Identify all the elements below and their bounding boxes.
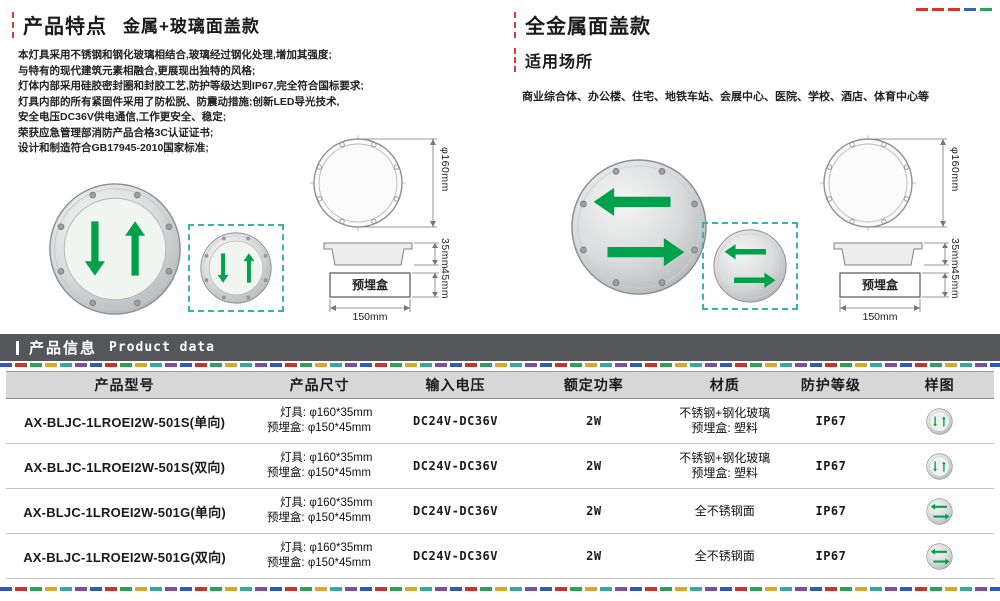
metal-light-small-frame xyxy=(702,222,798,310)
feature-item: 灯体内部采用硅胶密封圈和封胶工艺,防护等级达到IP67,完全符合国标要求; xyxy=(18,80,364,92)
multicolor-divider xyxy=(0,363,1000,367)
col-voltage: 输入电压 xyxy=(425,377,486,393)
col-material: 材质 xyxy=(709,377,740,393)
glass-light-small-image xyxy=(200,232,272,304)
voltage-cell: DC24V-DC36V xyxy=(413,504,498,518)
left-subtitle: 金属+玻璃面盖款 xyxy=(123,17,260,36)
sample-cell xyxy=(885,452,994,480)
rating-cell: IP67 xyxy=(815,549,847,563)
feature-list: 本灯具采用不锈钢和钢化玻璃相结合,玻璃经过钢化处理,增加其强度; 与特有的现代建… xyxy=(18,48,364,157)
sample-glass-updown-icon xyxy=(926,407,953,435)
product-info-bar: 产品信息 Product data xyxy=(0,334,1000,361)
rating-cell: IP67 xyxy=(815,459,847,473)
info-title-cn: 产品信息 xyxy=(29,340,98,357)
sample-cell xyxy=(885,407,994,435)
rating-cell: IP67 xyxy=(815,414,847,428)
material-cell: 全不锈钢面 xyxy=(694,503,755,518)
box-width-label: 150mm xyxy=(862,311,898,323)
model-cell: AX-BLJC-1LROEI2W-501S(单向) xyxy=(23,414,226,430)
sample-cell xyxy=(885,542,994,570)
product-table: 产品型号 产品尺寸 输入电压 额定功率 材质 防护等级 样图 AX-BLJC-1… xyxy=(6,371,994,579)
left-title: 产品特点 xyxy=(23,16,107,38)
power-cell: 2W xyxy=(586,414,602,428)
voltage-cell: DC24V-DC36V xyxy=(413,459,498,473)
model-cell: AX-BLJC-1LROEI2W-501S(双向) xyxy=(23,459,226,475)
applicable-places-heading: 适用场所 xyxy=(514,48,593,72)
corner-decoration xyxy=(916,8,992,11)
right-title-row: 全金属面盖款 xyxy=(514,10,651,39)
box-height-label: 45mm xyxy=(949,268,961,300)
feature-item: 本灯具采用不锈钢和钢化玻璃相结合,玻璃经过钢化处理,增加其强度; xyxy=(18,49,332,61)
info-title-en: Product data xyxy=(109,340,215,355)
box-width-label: 150mm xyxy=(352,311,388,323)
col-model: 产品型号 xyxy=(94,377,155,393)
material-cell: 不锈钢+钢化玻璃预埋盒: 塑料 xyxy=(679,451,771,480)
voltage-cell: DC24V-DC36V xyxy=(413,414,498,428)
white-tick xyxy=(16,340,19,355)
red-dash-divider xyxy=(514,11,516,38)
embedded-box-label: 预埋盒 xyxy=(861,278,898,292)
box-height-label: 45mm xyxy=(439,268,451,300)
col-rating: 防护等级 xyxy=(800,377,861,393)
material-cell: 全不锈钢面 xyxy=(694,548,755,563)
right-title: 全金属面盖款 xyxy=(525,16,651,38)
dimension-diagram-metal: φ160mm 35mm 45mm 预埋盒 150mm xyxy=(816,135,981,330)
feature-item: 荣获应急管理部消防产品合格3C认证证书; xyxy=(18,126,214,139)
col-power: 额定功率 xyxy=(563,377,624,393)
applicable-places-title: 适用场所 xyxy=(525,54,594,71)
feature-item: 与特有的现代建筑元素相融合,更展现出独特的风格; xyxy=(18,64,256,77)
feature-item: 安全电压DC36V供电通信,工作更安全、稳定; xyxy=(18,111,227,123)
top-section: 产品特点 金属+玻璃面盖款 本灯具采用不锈钢和钢化玻璃相结合,玻璃经过钢化处理,… xyxy=(12,8,992,330)
glass-light-image xyxy=(48,182,182,321)
rating-cell: IP67 xyxy=(815,504,847,518)
voltage-cell: DC24V-DC36V xyxy=(413,549,498,563)
embedded-box-label: 预埋盒 xyxy=(351,278,388,292)
red-dash-divider xyxy=(12,11,14,38)
diameter-label: φ160mm xyxy=(949,147,961,192)
sample-metal-leftright-icon xyxy=(926,542,953,570)
col-size: 产品尺寸 xyxy=(289,377,350,393)
red-dash-divider xyxy=(514,48,516,72)
sample-cell xyxy=(885,497,994,525)
feature-item: 设计和制造符合GB17945-2010国家标准; xyxy=(18,142,209,154)
diameter-label: φ160mm xyxy=(439,147,451,192)
model-cell: AX-BLJC-1LROEI2W-501G(单向) xyxy=(23,504,226,520)
lamp-height-label: 35mm xyxy=(439,238,451,270)
table-header-row: 产品型号 产品尺寸 输入电压 额定功率 材质 防护等级 样图 xyxy=(6,371,994,399)
sample-glass-updown-icon xyxy=(926,452,953,480)
multicolor-divider xyxy=(0,587,1000,591)
material-cell: 不锈钢+钢化玻璃预埋盒: 塑料 xyxy=(679,406,771,435)
metal-light-small-image xyxy=(713,229,787,303)
feature-item: 灯具内部的所有紧固件采用了防松脱、防震动措施;创新LED导光技术, xyxy=(18,95,340,108)
power-cell: 2W xyxy=(586,549,602,563)
model-cell: AX-BLJC-1LROEI2W-501G(双向) xyxy=(23,549,226,565)
metal-light-image xyxy=(570,158,708,301)
sample-metal-leftright-icon xyxy=(926,497,953,525)
power-cell: 2W xyxy=(586,459,602,473)
dimension-diagram-glass: φ160mm 35mm 45mm 预埋盒 150mm xyxy=(306,135,471,330)
applicable-places-text: 商业综合体、办公楼、住宅、地铁车站、会展中心、医院、学校、酒店、体育中心等 xyxy=(522,91,929,103)
left-title-row: 产品特点 金属+玻璃面盖款 xyxy=(12,10,260,39)
power-cell: 2W xyxy=(586,504,602,518)
lamp-height-label: 35mm xyxy=(949,238,961,270)
glass-light-small-frame xyxy=(188,224,284,312)
col-sample: 样图 xyxy=(924,377,955,393)
